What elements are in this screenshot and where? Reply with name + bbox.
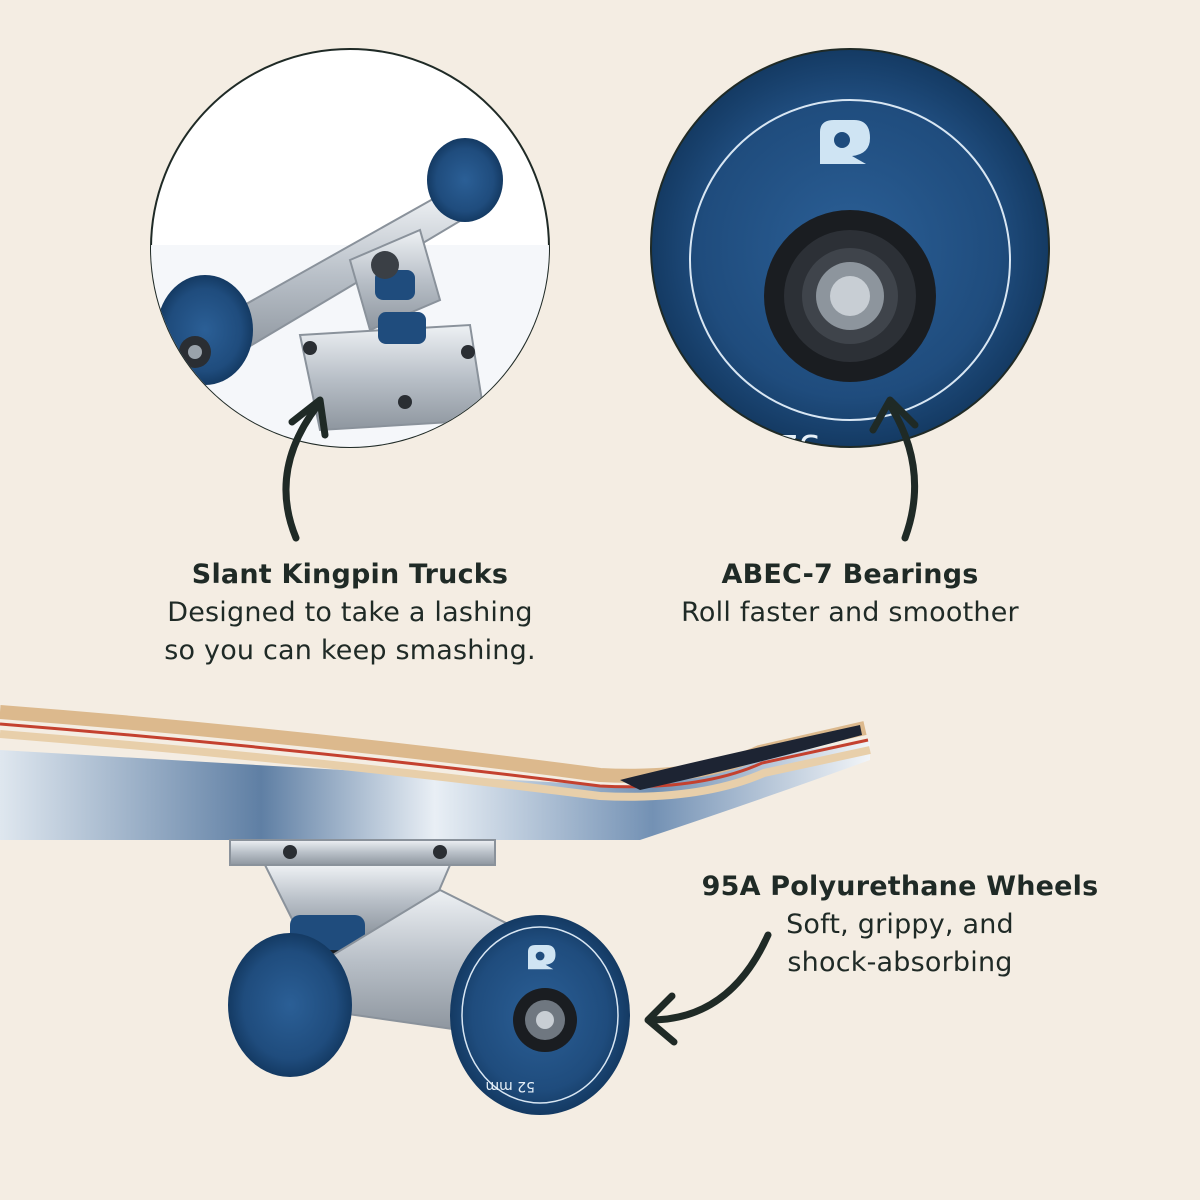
- curved-arrow-icon: [869, 396, 919, 542]
- callout-bearings: ABEC-7 Bearings Roll faster and smoother: [600, 556, 1100, 632]
- curved-arrow-icon: [282, 396, 329, 542]
- callout-trucks-line-1: Designed to take a lashing: [167, 597, 533, 628]
- bearing-closeup: 52 mm: [650, 48, 1050, 466]
- callout-bearings-line-1: Roll faster and smoother: [681, 597, 1019, 628]
- callout-wheels-line-1: Soft, grippy, and: [786, 909, 1014, 940]
- callout-trucks-line-2: so you can keep smashing.: [164, 635, 536, 666]
- callout-trucks-title: Slant Kingpin Trucks: [191, 559, 509, 590]
- r-logo-icon: [528, 945, 556, 970]
- curved-arrow-icon: [644, 931, 772, 1046]
- callout-bearings-title: ABEC-7 Bearings: [721, 559, 979, 590]
- skateboard-side-view: 52 mm: [0, 705, 871, 1115]
- callout-wheels-title: 95A Polyurethane Wheels: [701, 871, 1099, 902]
- r-logo-icon: [820, 120, 870, 164]
- callout-wheels: 95A Polyurethane Wheels Soft, grippy, an…: [650, 868, 1150, 982]
- wheel-size-marking: 52 mm: [485, 1078, 535, 1094]
- trucks-closeup: [150, 48, 550, 448]
- wheel-size-marking: 52 mm: [700, 426, 820, 466]
- callout-trucks: Slant Kingpin Trucks Designed to take a …: [100, 556, 600, 670]
- callout-wheels-line-2: shock-absorbing: [787, 947, 1013, 978]
